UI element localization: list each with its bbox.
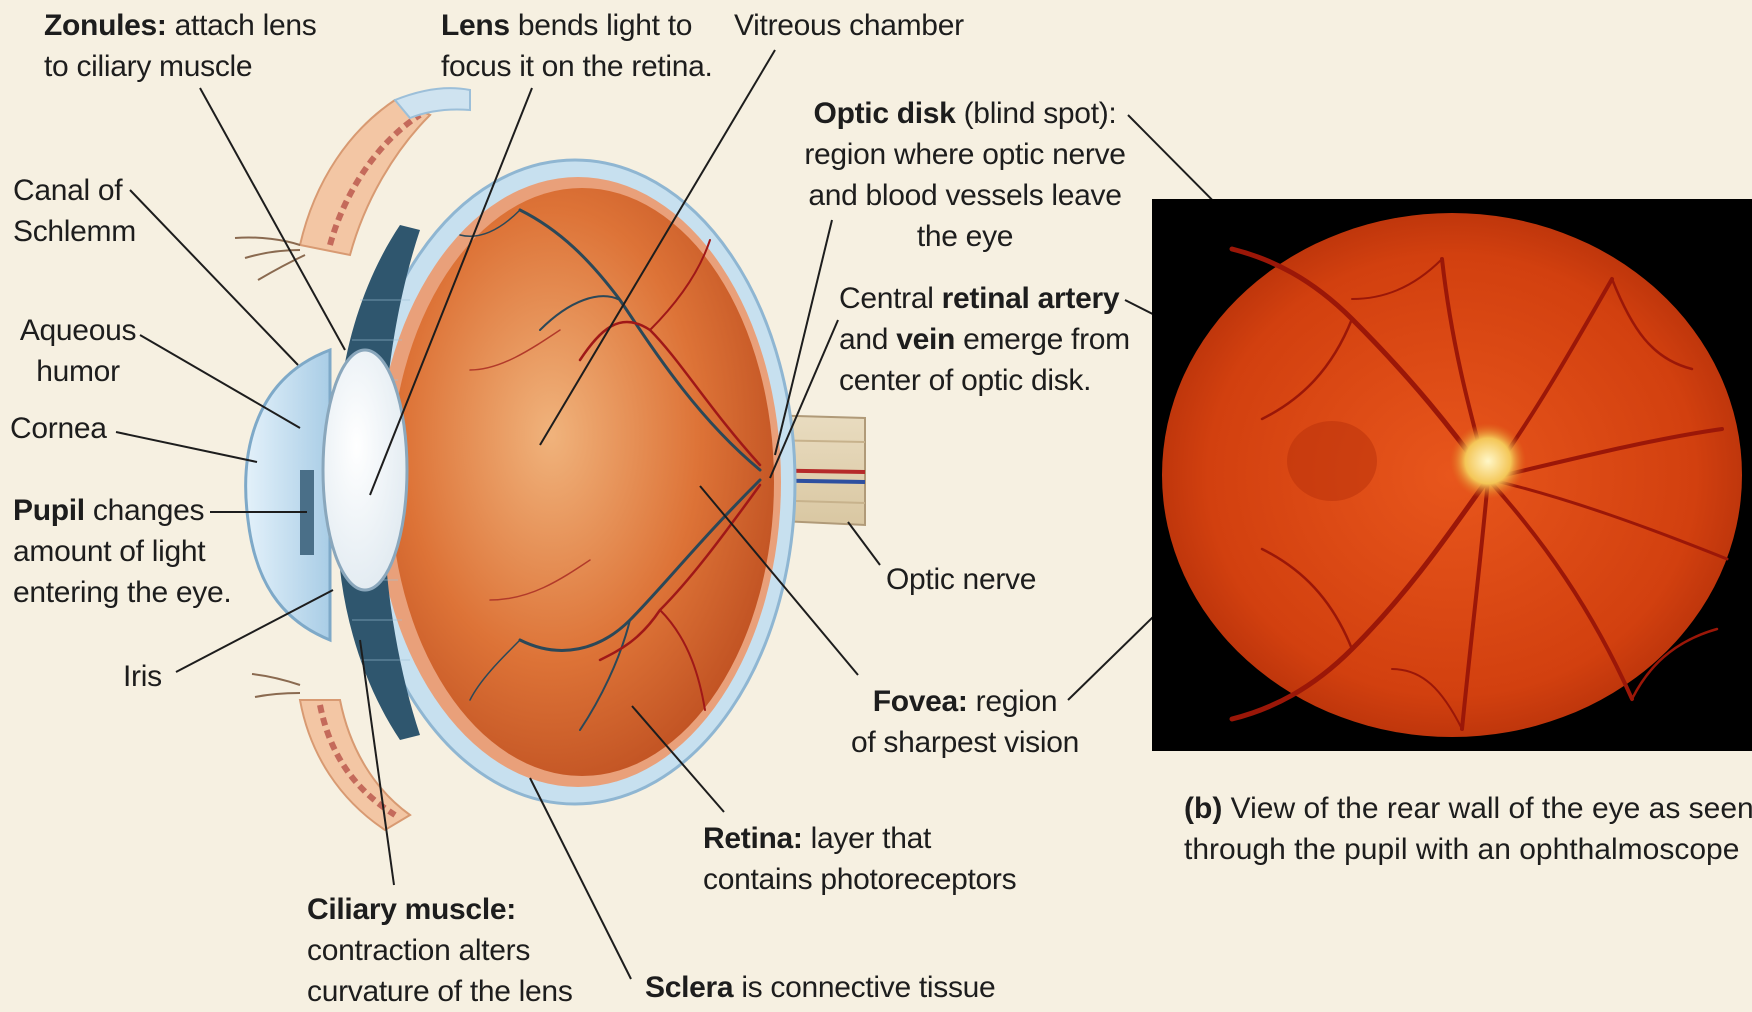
label-iris: Iris <box>123 656 162 697</box>
leader-fovea <box>700 486 858 675</box>
label-optic-nerve: Optic nerve <box>886 559 1036 600</box>
figure-caption: (b) View of the rear wall of the eye as … <box>1184 788 1752 870</box>
leader-vitreous <box>540 50 775 445</box>
label-vitreous-chamber: Vitreous chamber <box>734 5 964 46</box>
leader-canal <box>130 190 298 365</box>
leader-lens <box>370 88 532 495</box>
label-optic-disk: Optic disk (blind spot):region where opt… <box>800 93 1130 257</box>
fovea-spot <box>1287 421 1377 501</box>
optic-disk-spot <box>1450 423 1526 499</box>
leader-aqueous <box>140 335 300 428</box>
fundus-photo <box>1152 199 1752 751</box>
leader-optic-nerve <box>848 522 880 565</box>
label-cornea: Cornea <box>10 408 107 449</box>
fundus-retina <box>1162 213 1742 737</box>
fundus-photo-frame <box>1152 199 1752 751</box>
leader-retinal-artery <box>770 320 838 478</box>
leader-ciliary <box>360 640 394 885</box>
leader-zonules <box>200 88 345 350</box>
leader-cornea <box>116 432 257 462</box>
label-sclera: Sclera is connective tissue <box>645 967 995 1008</box>
leader-retina <box>632 706 724 812</box>
